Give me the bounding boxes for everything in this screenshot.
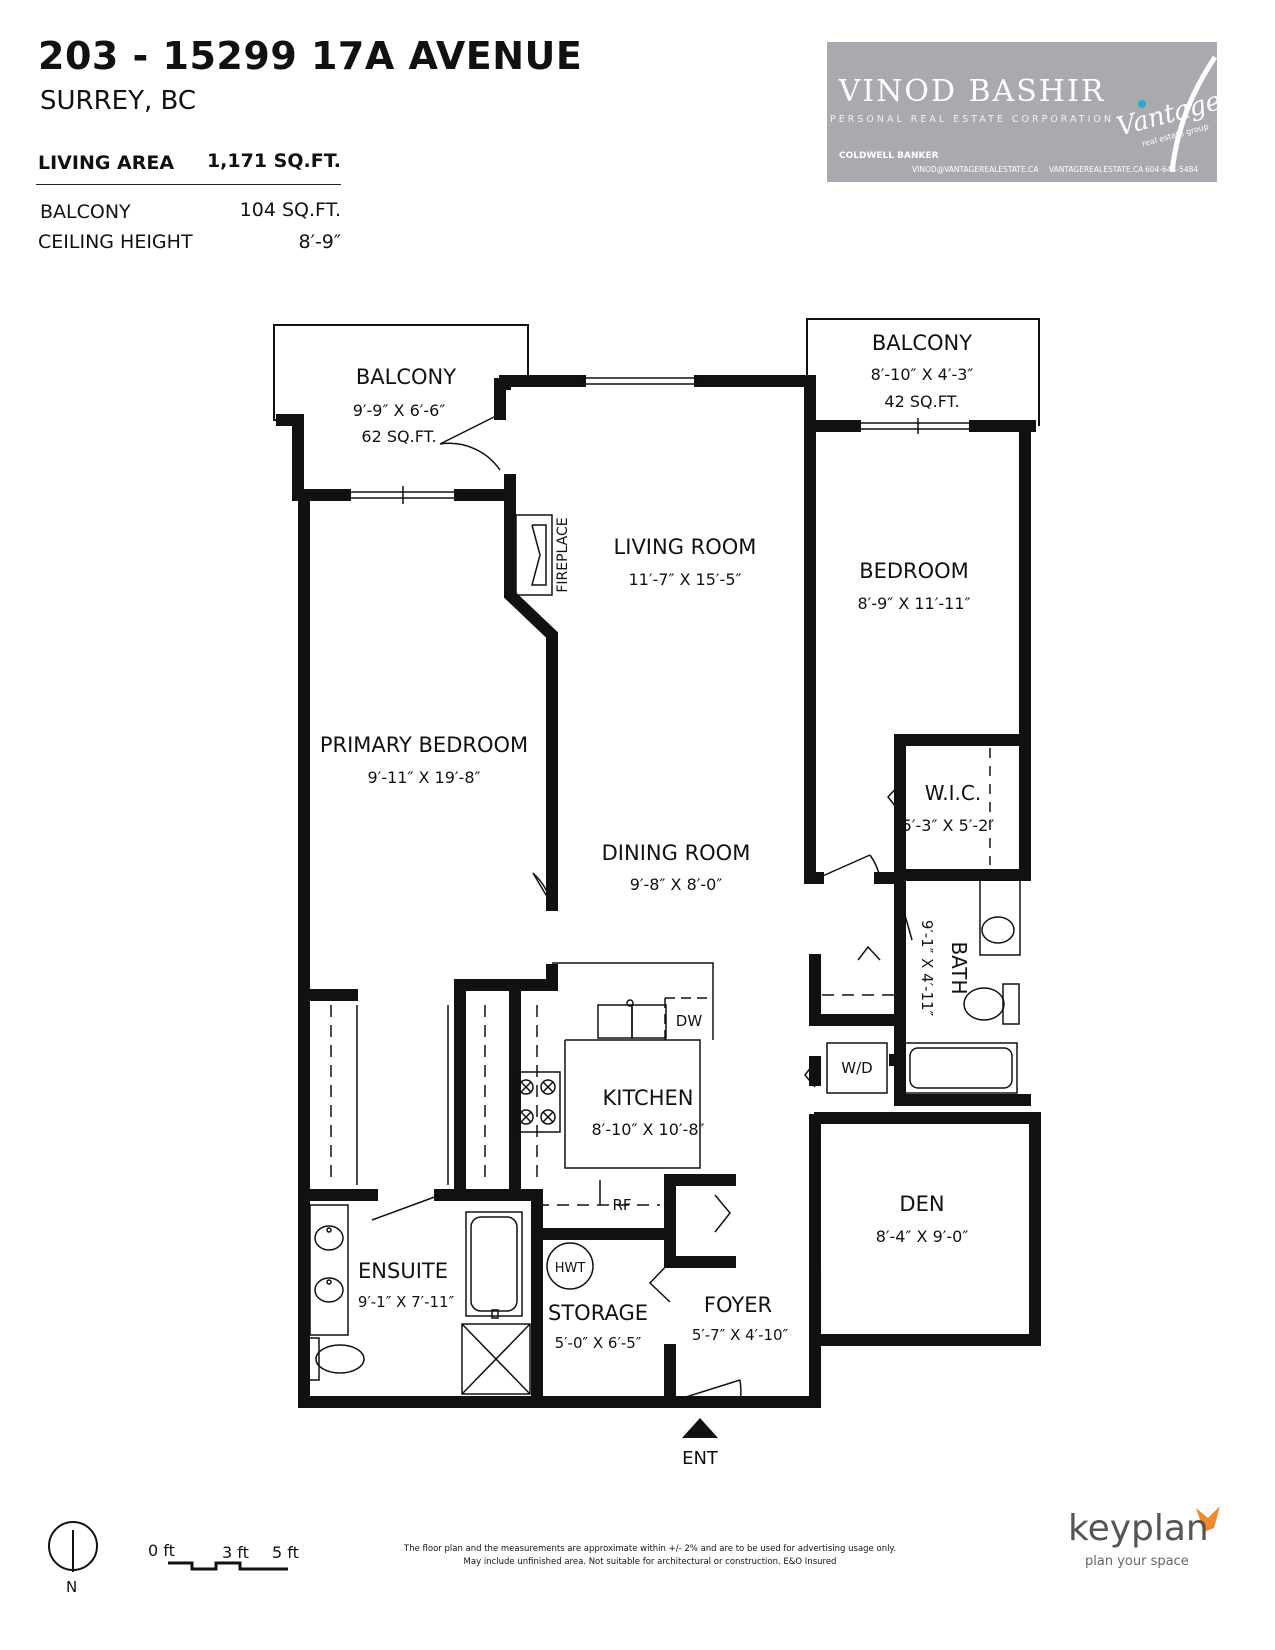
north-label: N: [66, 1578, 78, 1596]
dining-room-name: DINING ROOM: [602, 841, 751, 865]
living-area-label: LIVING AREA: [38, 152, 175, 174]
scale-zero: 0 ft: [148, 1541, 175, 1560]
living-area-value: 1,171 SQ.FT.: [206, 150, 341, 172]
living-room-dims: 11′-7″ X 15′-5″: [629, 570, 742, 589]
balcony-left-dims: 9′-9″ X 6′-6″: [353, 401, 446, 420]
entry-label: ENT: [682, 1448, 719, 1469]
kitchen-name: KITCHEN: [603, 1086, 694, 1110]
disclaimer: The floor plan and the measurements are …: [280, 1543, 1020, 1569]
ensuite-name: ENSUITE: [358, 1259, 448, 1283]
primary-bedroom-name: PRIMARY BEDROOM: [320, 733, 528, 757]
vantage-logo: Vantage real estate group: [1114, 55, 1217, 172]
den-name: DEN: [899, 1192, 944, 1216]
disclaimer-line-1: The floor plan and the measurements are …: [404, 1544, 896, 1554]
property-city: SURREY, BC: [40, 86, 197, 116]
wic-dims: 5′-3″ X 5′-2″: [902, 816, 995, 835]
fireplace-label: FIREPLACE: [555, 517, 571, 592]
den-dims: 8′-4″ X 9′-0″: [876, 1227, 969, 1246]
disclaimer-line-2: May include unfinished area. Not suitabl…: [463, 1557, 837, 1567]
realtor-brand-banner: VINOD BASHIR PERSONAL REAL ESTATE CORPOR…: [827, 42, 1217, 182]
realtor-name: VINOD BASHIR: [838, 74, 1106, 109]
kitchen-dims: 8′-10″ X 10′-8″: [592, 1120, 705, 1139]
scale-mid: 3 ft: [222, 1543, 249, 1562]
bath-name: BATH: [947, 941, 971, 994]
floor-plan-details: [304, 377, 1021, 1403]
dining-room-dims: 9′-8″ X 8′-0″: [630, 875, 723, 894]
living-room-name: LIVING ROOM: [614, 535, 757, 559]
hot-water-tank-label: HWT: [555, 1261, 586, 1276]
keyplan-fox-icon: [1196, 1506, 1220, 1532]
scale-labels: 0 ft 3 ft 5 ft: [148, 1541, 299, 1562]
keyplan-logo: keyplan: [1068, 1508, 1209, 1549]
north-arrow-icon: [48, 1521, 98, 1572]
primary-bedroom-dims: 9′-11″ X 19′-8″: [368, 768, 481, 787]
room-labels: BALCONY 9′-9″ X 6′-6″ 62 SQ.FT. BALCONY …: [320, 331, 994, 1469]
storage-name: STORAGE: [548, 1301, 648, 1325]
ceiling-height-value: 8′-9″: [298, 231, 341, 253]
realtor-phone: 604-644-5484: [1145, 165, 1199, 174]
keyplan-tagline: plan your space: [1085, 1554, 1189, 1569]
scale-end: 5 ft: [272, 1543, 299, 1562]
stats-divider: [36, 184, 341, 185]
fridge-label: RF: [612, 1196, 631, 1214]
foyer-dims: 5′-7″ X 4′-10″: [692, 1326, 789, 1344]
realtor-website: VANTAGEREALESTATE.CA: [1049, 165, 1144, 174]
bath-dims: 9′-1″ X 4′-11″: [918, 920, 936, 1017]
broker-name: COLDWELL BANKER: [839, 151, 939, 161]
balcony-right-area: 42 SQ.FT.: [884, 392, 959, 411]
dishwasher-label: DW: [676, 1012, 703, 1030]
balcony-right-name: BALCONY: [872, 331, 972, 355]
balcony-area-value: 104 SQ.FT.: [239, 199, 341, 221]
bedroom-name: BEDROOM: [859, 559, 969, 583]
realtor-email: VINOD@VANTAGEREALESTATE.CA: [912, 165, 1039, 174]
floor-plan-walls: [276, 375, 1041, 1408]
washer-dryer-label: W/D: [841, 1059, 872, 1077]
ensuite-dims: 9′-1″ X 7′-11″: [358, 1293, 455, 1311]
balcony-left-area: 62 SQ.FT.: [361, 427, 436, 446]
balcony-right-dims: 8′-10″ X 4′-3″: [871, 365, 974, 384]
balcony-left-name: BALCONY: [356, 365, 456, 389]
storage-dims: 5′-0″ X 6′-5″: [555, 1334, 642, 1352]
entry-arrow-icon: [682, 1418, 718, 1438]
ceiling-height-label: CEILING HEIGHT: [38, 231, 193, 253]
foyer-name: FOYER: [704, 1293, 772, 1317]
scale-bar: [168, 1561, 288, 1571]
property-address: 203 - 15299 17A AVENUE: [38, 34, 583, 78]
realtor-subtitle: PERSONAL REAL ESTATE CORPORATION: [830, 114, 1114, 125]
bedroom-dims: 8′-9″ X 11′-11″: [858, 594, 971, 613]
balcony-area-label: BALCONY: [40, 201, 131, 223]
balcony-right-outline: [806, 318, 1040, 426]
wic-name: W.I.C.: [925, 781, 981, 805]
